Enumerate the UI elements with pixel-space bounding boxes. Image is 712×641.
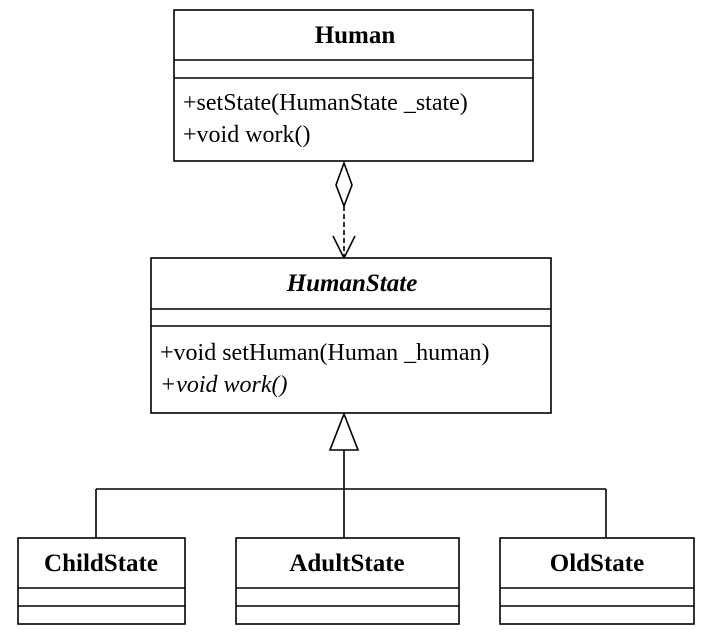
class-oldstate-box xyxy=(499,537,695,625)
class-adultstate-name: AdultState xyxy=(289,550,404,577)
class-childstate[interactable]: ChildState xyxy=(17,537,186,625)
class-humanstate-name: HumanState xyxy=(286,270,418,297)
class-adultstate-box xyxy=(235,537,460,625)
class-oldstate[interactable]: OldState xyxy=(499,537,695,625)
class-childstate-box xyxy=(17,537,186,625)
class-human-operation-setstate: +setState(HumanState _state) xyxy=(183,90,468,116)
class-humanstate-operation-sethuman: +void setHuman(Human _human) xyxy=(160,340,489,366)
class-human[interactable]: Human +setState(HumanState _state) +void… xyxy=(173,9,534,162)
aggregation-human-humanstate xyxy=(332,160,356,260)
class-human-box xyxy=(173,9,534,162)
class-childstate-name: ChildState xyxy=(44,550,158,577)
generalization-triangle-icon xyxy=(328,411,360,451)
class-humanstate-box xyxy=(150,257,552,414)
class-adultstate[interactable]: AdultState xyxy=(235,537,460,625)
generalization-humanstate xyxy=(95,411,607,538)
aggregation-diamond-icon xyxy=(335,160,353,209)
class-oldstate-name: OldState xyxy=(550,550,644,577)
class-humanstate-operation-work: +void work() xyxy=(160,372,288,398)
class-humanstate[interactable]: HumanState +void setHuman(Human _human) … xyxy=(150,257,552,414)
class-human-name: Human xyxy=(315,22,396,49)
class-human-operation-work: +void work() xyxy=(183,122,311,148)
